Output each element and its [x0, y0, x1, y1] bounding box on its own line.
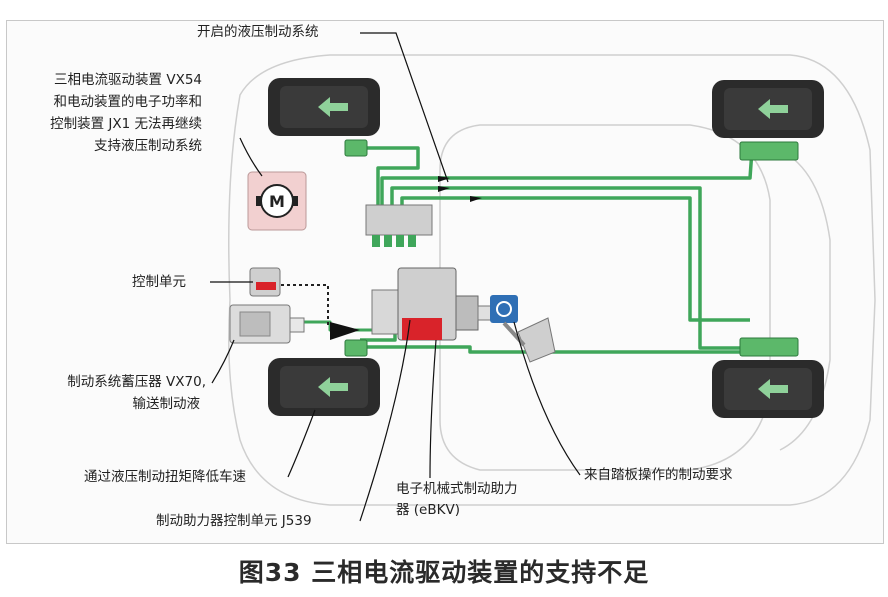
control-signal-dotted	[275, 284, 329, 325]
motor-box	[247, 171, 307, 231]
label-accumulator-line2: 输送制动液	[132, 396, 201, 412]
motor-symbol: M	[269, 192, 285, 211]
figure-caption: 图33 三相电流驱动装置的支持不足	[238, 558, 650, 587]
brake-accumulator	[229, 304, 305, 344]
label-control-unit: 控制单元	[132, 274, 186, 290]
label-vx54-line3: 控制装置 JX1 无法再继续	[50, 116, 202, 132]
label-j539: 制动助力器控制单元 J539	[156, 513, 312, 529]
leader-lines	[210, 32, 581, 522]
ebkv-booster	[371, 267, 493, 341]
label-vx54-line1: 三相电流驱动装置 VX54	[54, 72, 202, 88]
label-vx54-line4: 支持液压制动系统	[94, 138, 202, 154]
tire-front-right	[712, 80, 824, 138]
tire-front-left	[268, 78, 380, 136]
tire-rear-left	[268, 358, 380, 416]
hydraulic-lines	[300, 146, 754, 354]
valve-block	[365, 204, 433, 247]
label-vx54-line2: 和电动装置的电子功率和	[53, 94, 203, 110]
control-unit	[249, 267, 281, 297]
brake-calipers	[344, 139, 799, 357]
label-reduce-speed: 通过液压制动扭矩降低车速	[84, 469, 246, 485]
tire-rear-right	[712, 360, 824, 418]
label-ebkv-line1: 电子机械式制动助力	[396, 481, 518, 497]
label-pedal-request: 来自踏板操作的制动要求	[584, 467, 733, 483]
label-open-hydraulic: 开启的液压制动系统	[197, 24, 319, 40]
brake-pedal	[502, 317, 556, 363]
label-accumulator-line1: 制动系统蓄压器 VX70,	[67, 374, 206, 390]
label-ebkv-line2: 器 (eBKV)	[396, 502, 460, 518]
pedal-sensor	[490, 295, 518, 323]
